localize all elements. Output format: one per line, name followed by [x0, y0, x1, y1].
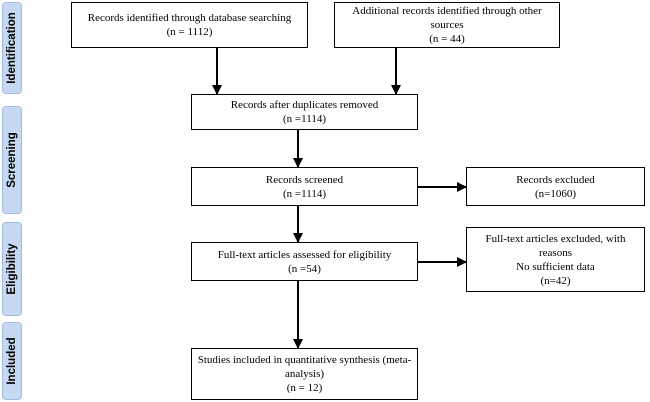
box-screened: Records screened (n =1114)	[191, 167, 418, 206]
box-duplicates-removed-text: Records after duplicates removed	[230, 99, 379, 111]
box-excluded: Records excluded (n=1060)	[466, 167, 645, 206]
box-fulltext-assessed-count: (n =54)	[288, 262, 321, 275]
box-excluded-text: Records excluded	[516, 173, 595, 186]
box-fulltext-excluded-count: (n=42)	[540, 274, 571, 287]
phase-eligibility: Eligibility	[2, 222, 22, 316]
box-other-sources-count: (n = 44)	[429, 33, 465, 45]
phase-identification: Identification	[2, 2, 22, 94]
box-screened-count: (n =1114)	[283, 187, 326, 200]
box-duplicates-removed: Records after duplicates removed (n =111…	[191, 94, 418, 130]
box-database-records-count: (n = 1112)	[166, 26, 213, 38]
box-database-records-text: Records identified through database sear…	[87, 12, 292, 24]
box-database-records: Records identified through database sear…	[71, 2, 308, 48]
box-fulltext-excluded-text: Full-text articles excluded, with reason…	[485, 232, 626, 259]
box-other-sources-text: Additional records identified through ot…	[352, 5, 542, 31]
box-other-sources: Additional records identified through ot…	[334, 2, 560, 48]
box-included-studies: Studies included in quantitative synthes…	[191, 348, 418, 400]
box-fulltext-excluded: Full-text articles excluded, with reason…	[466, 227, 645, 292]
box-included-studies-count: (n = 12)	[286, 382, 323, 394]
phase-included: Included	[2, 322, 22, 400]
phase-screening: Screening	[2, 106, 22, 214]
box-screened-text: Records screened	[265, 173, 344, 186]
box-fulltext-assessed: Full-text articles assessed for eligibil…	[191, 242, 418, 281]
box-excluded-count: (n=1060)	[534, 187, 577, 200]
box-fulltext-excluded-reason: No sufficient data	[516, 260, 595, 273]
box-fulltext-assessed-text: Full-text articles assessed for eligibil…	[217, 248, 392, 261]
box-duplicates-removed-count: (n =1114)	[283, 113, 326, 125]
box-included-studies-text: Studies included in quantitative synthes…	[197, 354, 412, 380]
